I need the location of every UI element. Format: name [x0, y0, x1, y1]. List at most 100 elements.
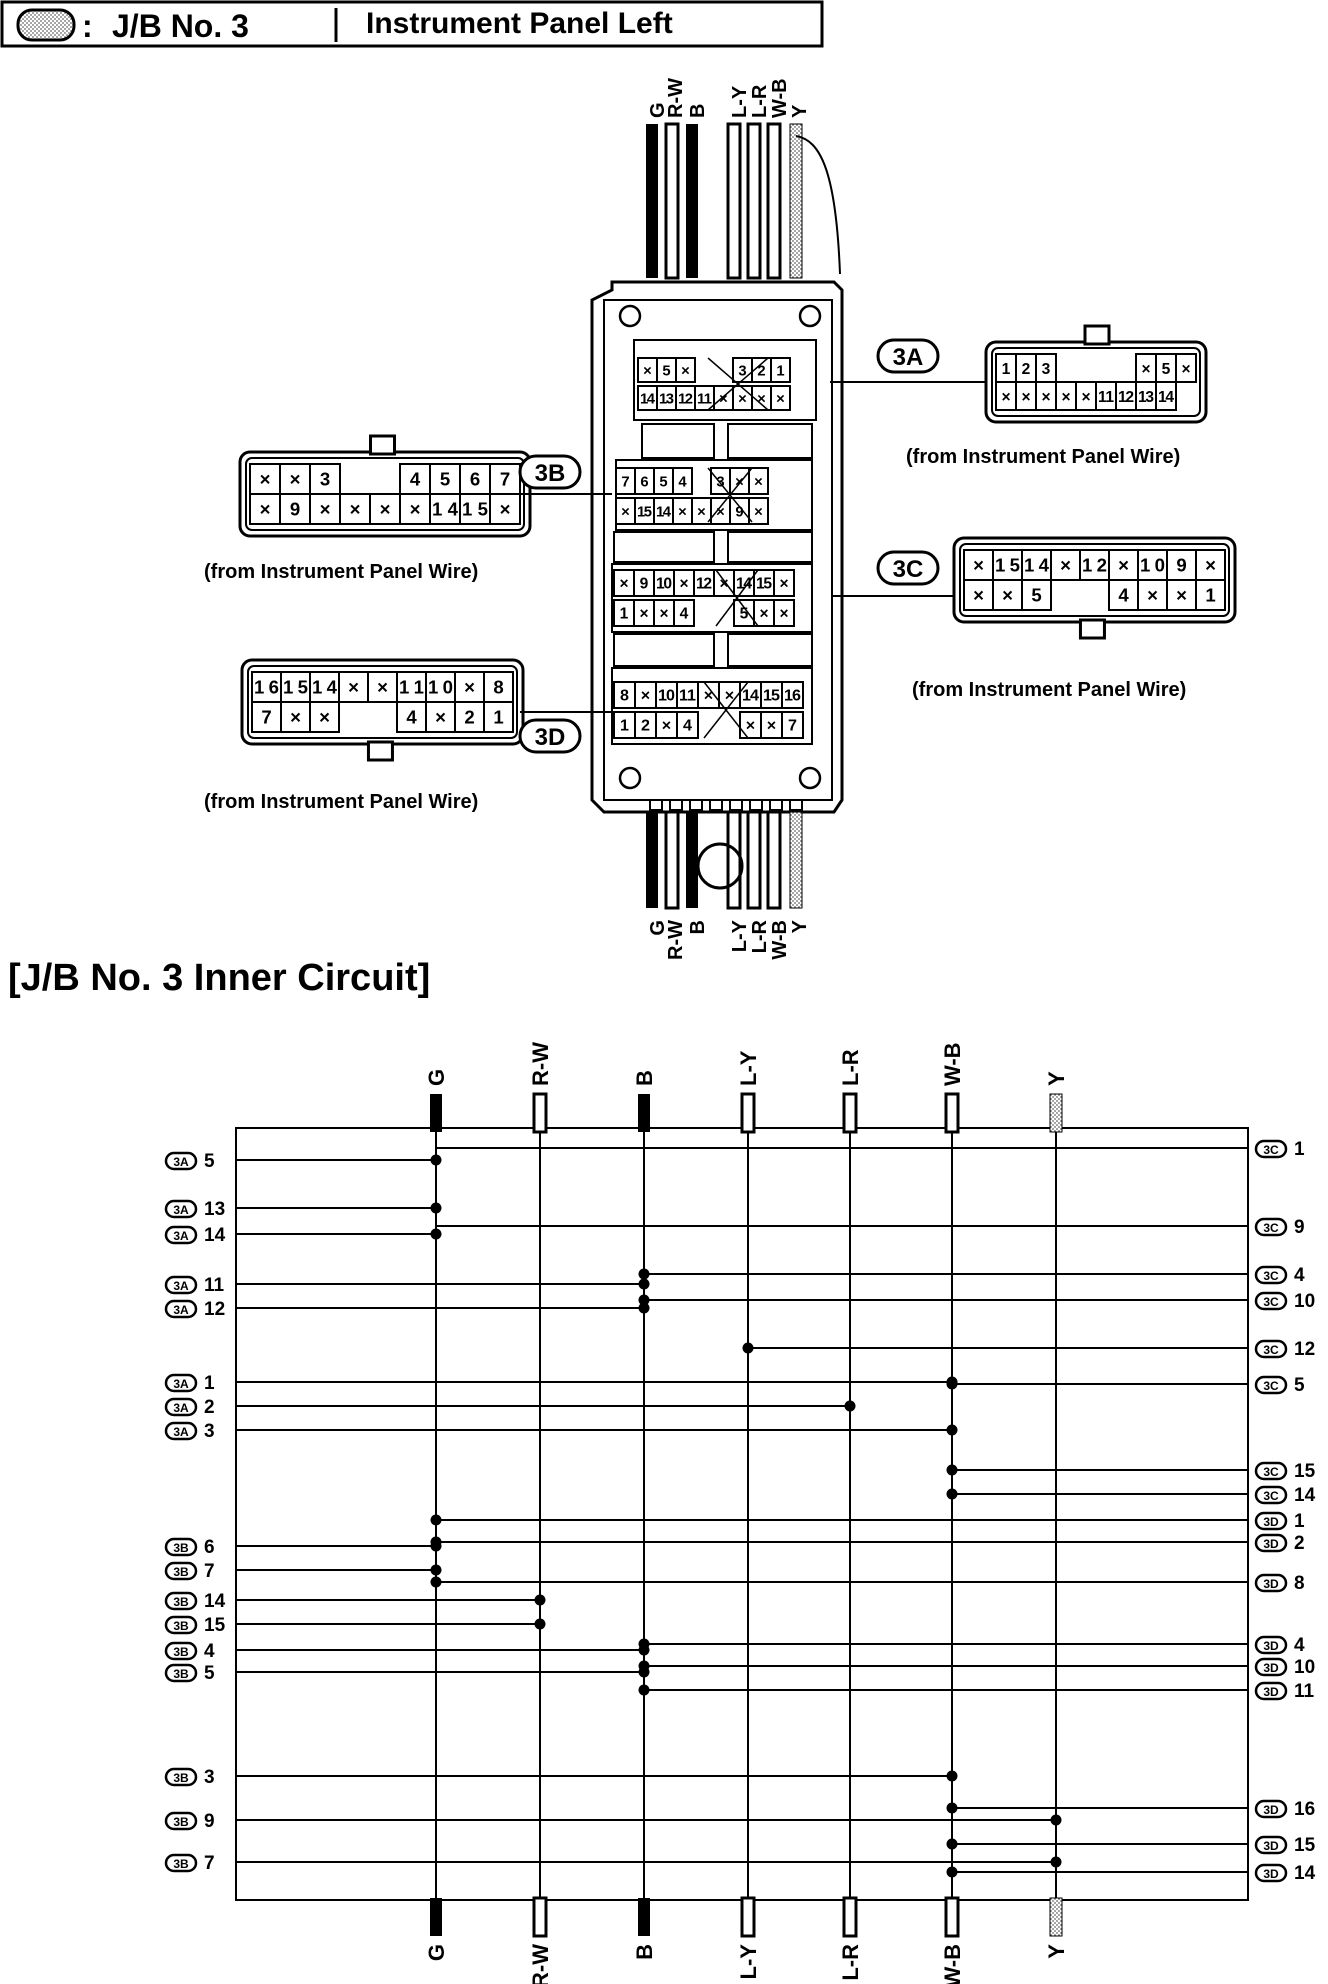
- pin-number: 5: [204, 1663, 215, 1684]
- junction-dot: [430, 1154, 442, 1166]
- pin-number: 7: [204, 1853, 215, 1874]
- junction-dot: [946, 1378, 958, 1390]
- pin-number: 5: [659, 475, 667, 491]
- connector-id: 3B: [173, 1541, 189, 1555]
- unused-pin-mark: ×: [973, 555, 984, 576]
- unused-pin-mark: ×: [639, 606, 648, 623]
- junction-dot: [946, 1488, 958, 1500]
- junction-dot: [430, 1576, 442, 1588]
- junction-dot: [638, 1268, 650, 1280]
- pin-number: 4: [683, 717, 692, 735]
- connector-id: 3C: [1263, 1295, 1279, 1309]
- connector-id-badge: [164, 1853, 198, 1873]
- wire: [532, 1896, 548, 1938]
- connector-housing-inner: [991, 347, 1201, 417]
- unused-pin-mark: ×: [1061, 389, 1070, 406]
- pin-cell: [280, 701, 311, 733]
- unused-pin-mark: ×: [319, 707, 330, 728]
- unused-pin-mark: ×: [757, 391, 766, 407]
- pin-number: 8: [1294, 1573, 1305, 1594]
- unused-pin-mark: ×: [679, 576, 688, 593]
- junction-dot: [430, 1228, 442, 1240]
- pin-cell: [309, 701, 340, 733]
- pin-number: 1: [1205, 585, 1215, 606]
- pin-cell: [454, 671, 485, 703]
- connector-id: 3A: [173, 1203, 189, 1217]
- wire: [1049, 1897, 1063, 1937]
- pin-number: 15: [756, 576, 772, 593]
- pin-cell: [483, 701, 514, 733]
- wire: [532, 1092, 548, 1134]
- bus-label-b: B: [632, 1070, 657, 1086]
- connector-id-badge: [164, 1299, 198, 1319]
- pin-number: 14: [736, 576, 752, 593]
- wire: [766, 810, 782, 910]
- socket-row: 76543××: [615, 467, 769, 495]
- pin-number: 8: [493, 677, 503, 698]
- wire: [646, 124, 658, 278]
- junction-dot: [430, 1564, 442, 1576]
- wire-label-y: Y: [789, 919, 811, 933]
- pin-number: 6: [470, 469, 480, 490]
- connector-id: 3B: [173, 1857, 189, 1871]
- mount-hole-icon: [798, 304, 822, 328]
- key-cross: [707, 467, 753, 523]
- connector-id-badge: [876, 550, 940, 586]
- wire-label-w-b: W-B: [769, 78, 791, 118]
- bus-label-g: G: [424, 1069, 449, 1086]
- pin-number: 1: [1002, 361, 1011, 378]
- unused-pin-mark: ×: [260, 469, 271, 490]
- pin-cell: [429, 463, 461, 495]
- pin-number: 13: [1138, 389, 1154, 406]
- terminal: [649, 799, 663, 811]
- pin-cell: [773, 569, 795, 597]
- connector-id-badge: [164, 1225, 198, 1245]
- pin-number: 5: [204, 1151, 215, 1172]
- connector-id-badge: [518, 718, 582, 754]
- pin-number: 5: [440, 469, 450, 490]
- pin-number: 11: [697, 391, 712, 407]
- unused-pin-mark: ×: [410, 499, 421, 520]
- connector-id: 3A: [173, 1279, 189, 1293]
- pin-cell: [396, 671, 427, 703]
- unused-pin-mark: ×: [380, 499, 391, 520]
- unused-pin-mark: ×: [464, 677, 475, 698]
- connector-latch: [1083, 324, 1111, 346]
- connector-id: 3B: [173, 1667, 189, 1681]
- pin-number: 7: [261, 707, 271, 728]
- pin-label: 3B 7: [164, 1853, 215, 1874]
- connector-id: 3D: [1263, 1639, 1279, 1653]
- pin-number: 16: [1294, 1799, 1315, 1820]
- pin-number: 2: [757, 363, 765, 379]
- wire: [944, 1092, 960, 1134]
- connector-id-badge: [164, 1275, 198, 1295]
- connector-id-badge: [164, 1615, 198, 1635]
- unused-pin-mark: ×: [1147, 585, 1158, 606]
- wire-label-g: G: [647, 920, 669, 936]
- pin-number: 4: [680, 606, 689, 623]
- unused-pin-mark: ×: [1041, 389, 1050, 406]
- mount-hole-icon: [618, 766, 642, 790]
- pin-number: 2: [464, 707, 474, 728]
- pin-number: 14: [640, 391, 656, 407]
- wire: [726, 810, 742, 910]
- header-separator: :: [82, 8, 93, 44]
- connector-id-badge: [1254, 1265, 1288, 1285]
- pin-cell: [249, 463, 281, 495]
- unused-pin-mark: ×: [779, 576, 788, 593]
- connector-id-badge: [1254, 1485, 1288, 1505]
- unused-pin-mark: ×: [1205, 555, 1216, 576]
- connector-id-badge: [1254, 1217, 1288, 1237]
- pin-number: 14: [1294, 1863, 1316, 1884]
